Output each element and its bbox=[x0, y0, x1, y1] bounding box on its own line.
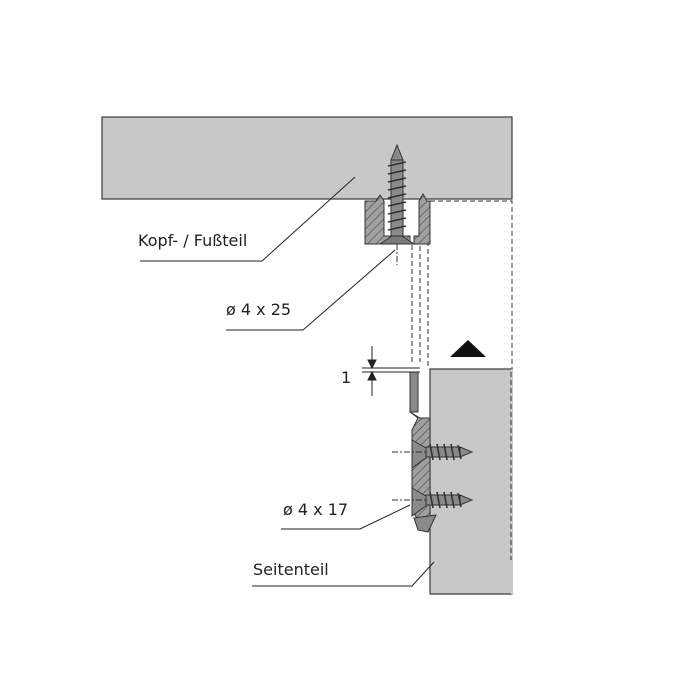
label-screw-top: ø 4 x 25 bbox=[226, 300, 291, 319]
gap-dimension bbox=[362, 346, 420, 396]
label-gap-dimension: 1 bbox=[341, 368, 351, 387]
screw-side-icon bbox=[392, 443, 474, 509]
leader-side-part bbox=[252, 561, 435, 587]
leader-head-foot-part bbox=[140, 176, 356, 262]
screw-top-icon bbox=[378, 143, 416, 265]
label-side-part: Seitenteil bbox=[253, 560, 329, 579]
top-panel bbox=[101, 116, 513, 200]
side-panel bbox=[429, 368, 513, 595]
label-screw-side: ø 4 x 17 bbox=[283, 500, 348, 519]
direction-arrow-icon bbox=[450, 340, 486, 357]
leader-screw-side bbox=[281, 504, 411, 530]
label-head-foot-part: Kopf- / Fußteil bbox=[138, 231, 247, 250]
leader-screw-top bbox=[226, 249, 396, 331]
